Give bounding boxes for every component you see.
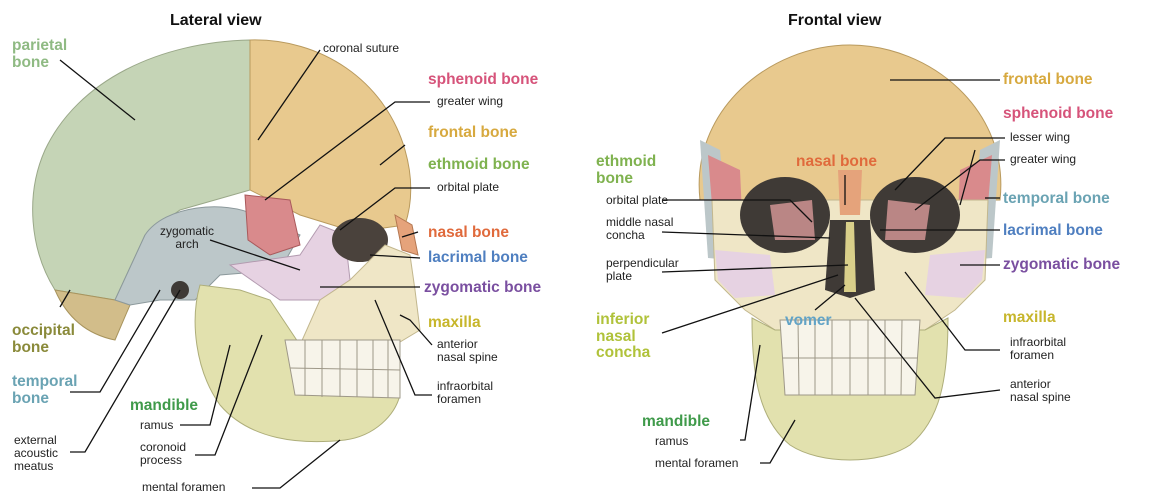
label-inferior-nasal-concha: inferior nasal concha — [596, 312, 650, 362]
label-frontal-mandible: mandible — [642, 414, 710, 431]
label-frontal-temporal-bone: temporal bone — [1003, 191, 1110, 208]
frontal-zygomatic-right — [925, 250, 985, 298]
label-parietal-bone: parietal bone — [12, 38, 67, 71]
label-frontal-ramus: ramus — [655, 435, 688, 448]
label-nasal-bone: nasal bone — [428, 225, 509, 242]
label-ramus: ramus — [140, 419, 173, 432]
frontal-view-title: Frontal view — [788, 12, 881, 29]
frontal-skull — [699, 45, 1001, 460]
label-coronoid-process: coronoid process — [140, 441, 186, 467]
label-occipital-bone: occipital bone — [12, 323, 75, 356]
label-greater-wing: greater wing — [437, 95, 503, 108]
label-frontal-anterior-nasal-spine: anterior nasal spine — [1010, 378, 1071, 404]
label-frontal-nasal-bone: nasal bone — [796, 154, 877, 171]
label-external-acoustic-meatus: external acoustic meatus — [14, 434, 58, 473]
label-frontal-zygomatic-bone: zygomatic bone — [1003, 257, 1120, 274]
label-infraorbital-foramen: infraorbital foramen — [437, 380, 493, 406]
label-vomer: vomer — [785, 313, 832, 330]
label-frontal-infraorbital-foramen: infraorbital foramen — [1010, 336, 1066, 362]
label-frontal-ethmoid-bone: ethmoid bone — [596, 154, 656, 187]
label-frontal-sphenoid-bone: sphenoid bone — [1003, 106, 1113, 123]
label-mental-foramen: mental foramen — [142, 481, 225, 494]
frontal-zygomatic-left — [715, 250, 775, 298]
label-frontal-bone: frontal bone — [428, 125, 518, 142]
label-frontal-greater-wing: greater wing — [1010, 153, 1076, 166]
label-middle-nasal-concha: middle nasal concha — [606, 216, 673, 242]
label-mandible: mandible — [130, 398, 198, 415]
frontal-orbit-plate-left — [770, 200, 815, 240]
label-lacrimal-bone: lacrimal bone — [428, 250, 528, 267]
label-coronal-suture: coronal suture — [323, 42, 399, 55]
label-orbital-plate: orbital plate — [437, 181, 499, 194]
label-frontal-frontal-bone: frontal bone — [1003, 72, 1093, 89]
label-frontal-orbital-plate: orbital plate — [606, 194, 668, 207]
frontal-septum — [844, 222, 856, 292]
label-ethmoid-bone: ethmoid bone — [428, 157, 530, 174]
frontal-orbit-plate-right — [885, 200, 930, 240]
label-frontal-maxilla: maxilla — [1003, 310, 1056, 327]
label-frontal-mental-foramen: mental foramen — [655, 457, 738, 470]
label-anterior-nasal-spine: anterior nasal spine — [437, 338, 498, 364]
label-temporal-bone: temporal bone — [12, 374, 77, 407]
lateral-view-title: Lateral view — [170, 12, 262, 29]
label-lesser-wing: lesser wing — [1010, 131, 1070, 144]
label-maxilla: maxilla — [428, 315, 481, 332]
label-sphenoid-bone: sphenoid bone — [428, 72, 538, 89]
label-zygomatic-bone: zygomatic bone — [424, 280, 541, 297]
lateral-skull — [33, 40, 420, 442]
label-perpendicular-plate: perpendicular plate — [606, 257, 679, 283]
label-zygomatic-arch: zygomatic arch — [160, 225, 214, 251]
frontal-nasal-bone — [838, 170, 862, 215]
label-frontal-lacrimal-bone: lacrimal bone — [1003, 223, 1103, 240]
